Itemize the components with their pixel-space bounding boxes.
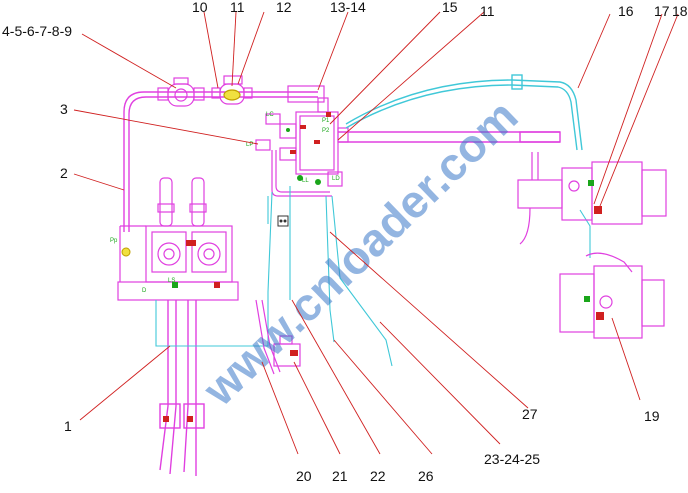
filter-assembly (157, 77, 205, 107)
port-label-ld: LD (332, 176, 340, 182)
callouts: 1 2 3 4-5-6-7-8-9 10 11 12 13-14 15 11 1… (2, 0, 688, 484)
callout-13-14: 13-14 (330, 0, 366, 15)
lower-fittings (163, 416, 193, 422)
callout-11-top: 11 (230, 0, 245, 15)
port-label-p1: P1 (322, 118, 330, 124)
joystick (255, 299, 301, 375)
upper-pump-fittings (588, 180, 602, 214)
watermark: www.cnloader.com (192, 90, 527, 416)
lower-pump-fittings (584, 296, 604, 320)
port-label-p2: P2 (322, 128, 330, 134)
pump-supply-pipe (338, 131, 561, 143)
upper-pump (517, 152, 667, 245)
control-valve (117, 177, 239, 301)
return-pipe-16 (345, 74, 583, 151)
callout-17: 17 (654, 3, 670, 19)
valve-block-details (286, 112, 331, 185)
callout-21: 21 (332, 468, 348, 484)
callout-10: 10 (192, 0, 208, 15)
callout-15: 15 (442, 0, 458, 15)
lower-hoses (159, 300, 205, 476)
upper-pipe (123, 91, 318, 232)
callout-18: 18 (672, 3, 688, 19)
callout-19: 19 (644, 408, 660, 424)
port-label-d: D (142, 288, 147, 294)
callout-26: 26 (418, 468, 434, 484)
port-label-lc: LC (266, 112, 274, 118)
callout-4-9: 4-5-6-7-8-9 (2, 23, 72, 39)
leader-lines (73, 11, 679, 455)
callout-12: 12 (276, 0, 292, 15)
lower-pump (559, 252, 665, 339)
port-label-ls: LS (168, 278, 175, 284)
pressure-valve (211, 75, 253, 105)
callout-11-right: 11 (480, 3, 495, 19)
port-label-lp: LP (246, 142, 253, 148)
callout-3: 3 (60, 101, 68, 117)
callout-22: 22 (370, 468, 386, 484)
port-labels: Pp LS D LP LC P1 P2 LL LD (110, 112, 340, 294)
callout-16: 16 (618, 3, 634, 19)
joystick-parts (277, 215, 298, 356)
callout-2: 2 (60, 165, 68, 181)
callout-23-25: 23-24-25 (484, 451, 540, 467)
control-valve-fittings (121, 240, 220, 288)
port-label-pp: Pp (110, 238, 118, 244)
callout-20: 20 (296, 468, 312, 484)
port-label-ll: LL (302, 178, 309, 184)
callout-27: 27 (522, 406, 538, 422)
callout-1: 1 (64, 418, 72, 434)
